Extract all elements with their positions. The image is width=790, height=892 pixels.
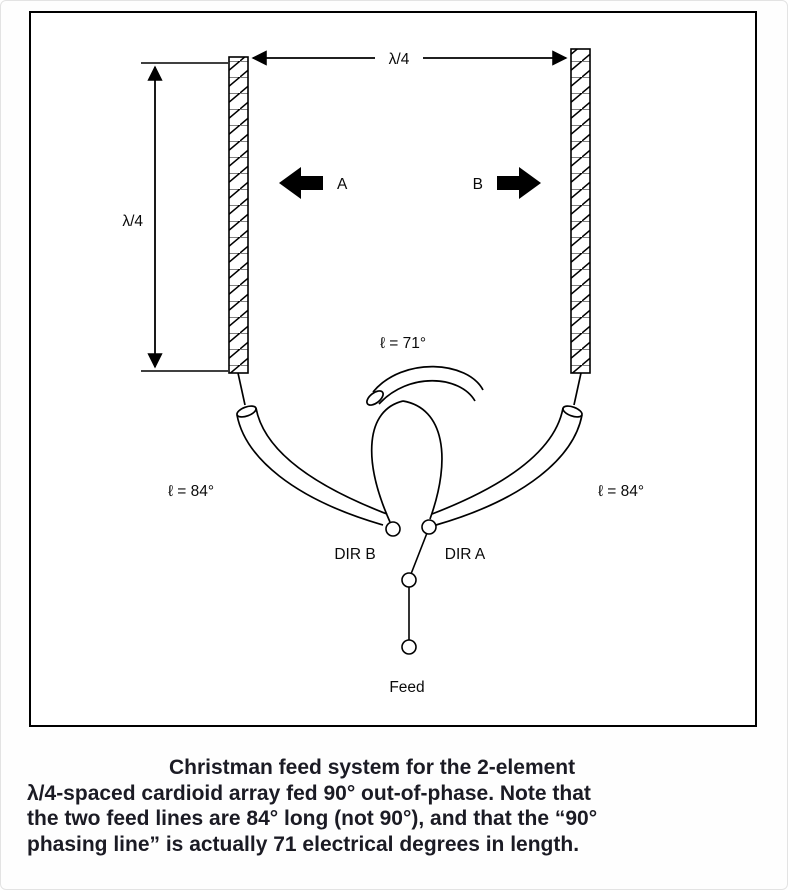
feed-line-left-length-label: ℓ = 84° xyxy=(168,483,214,500)
feed-label: Feed xyxy=(389,679,424,696)
direction-a-arrow-icon xyxy=(279,167,323,199)
phasing-line-loop xyxy=(366,365,484,523)
feed-line-right-length-label: ℓ = 84° xyxy=(598,483,644,500)
direction-a-label: A xyxy=(337,176,348,193)
caption-line: the two feed lines are 84° long (not 90°… xyxy=(27,807,598,830)
christman-feed-diagram: λ/4 λ/4 A B ℓ = 84° xyxy=(122,48,644,696)
diagram-frame: λ/4 λ/4 A B ℓ = 84° xyxy=(29,11,757,727)
caption-line: Christman feed system for the 2-element xyxy=(169,756,576,779)
dir-b-label: DIR B xyxy=(334,546,375,563)
direction-b-arrow-icon xyxy=(497,167,541,199)
direction-b-label: B xyxy=(473,176,483,193)
feed-line-right xyxy=(431,372,583,526)
element-spacing-label: λ/4 xyxy=(389,51,410,68)
antenna-element-right xyxy=(570,48,591,374)
element-height-label: λ/4 xyxy=(122,213,143,230)
feed-connection-line xyxy=(408,532,428,641)
feed-junction-terminal xyxy=(401,572,417,588)
caption-line: λ/4-spaced cardioid array fed 90° out-of… xyxy=(27,781,591,805)
caption-line: phasing line” is actually 71 electrical … xyxy=(27,832,580,856)
dir-a-terminal xyxy=(421,519,437,535)
phasing-line-length-label: ℓ = 71° xyxy=(380,335,426,352)
figure-caption: Christman feed system for the 2-element … xyxy=(27,755,771,857)
antenna-element-left xyxy=(228,56,249,374)
feed-point-terminal xyxy=(401,639,417,655)
element-height-dimension xyxy=(141,62,228,372)
feed-line-left xyxy=(236,372,388,526)
dir-a-label: DIR A xyxy=(445,546,486,563)
dir-b-terminal xyxy=(385,521,401,537)
